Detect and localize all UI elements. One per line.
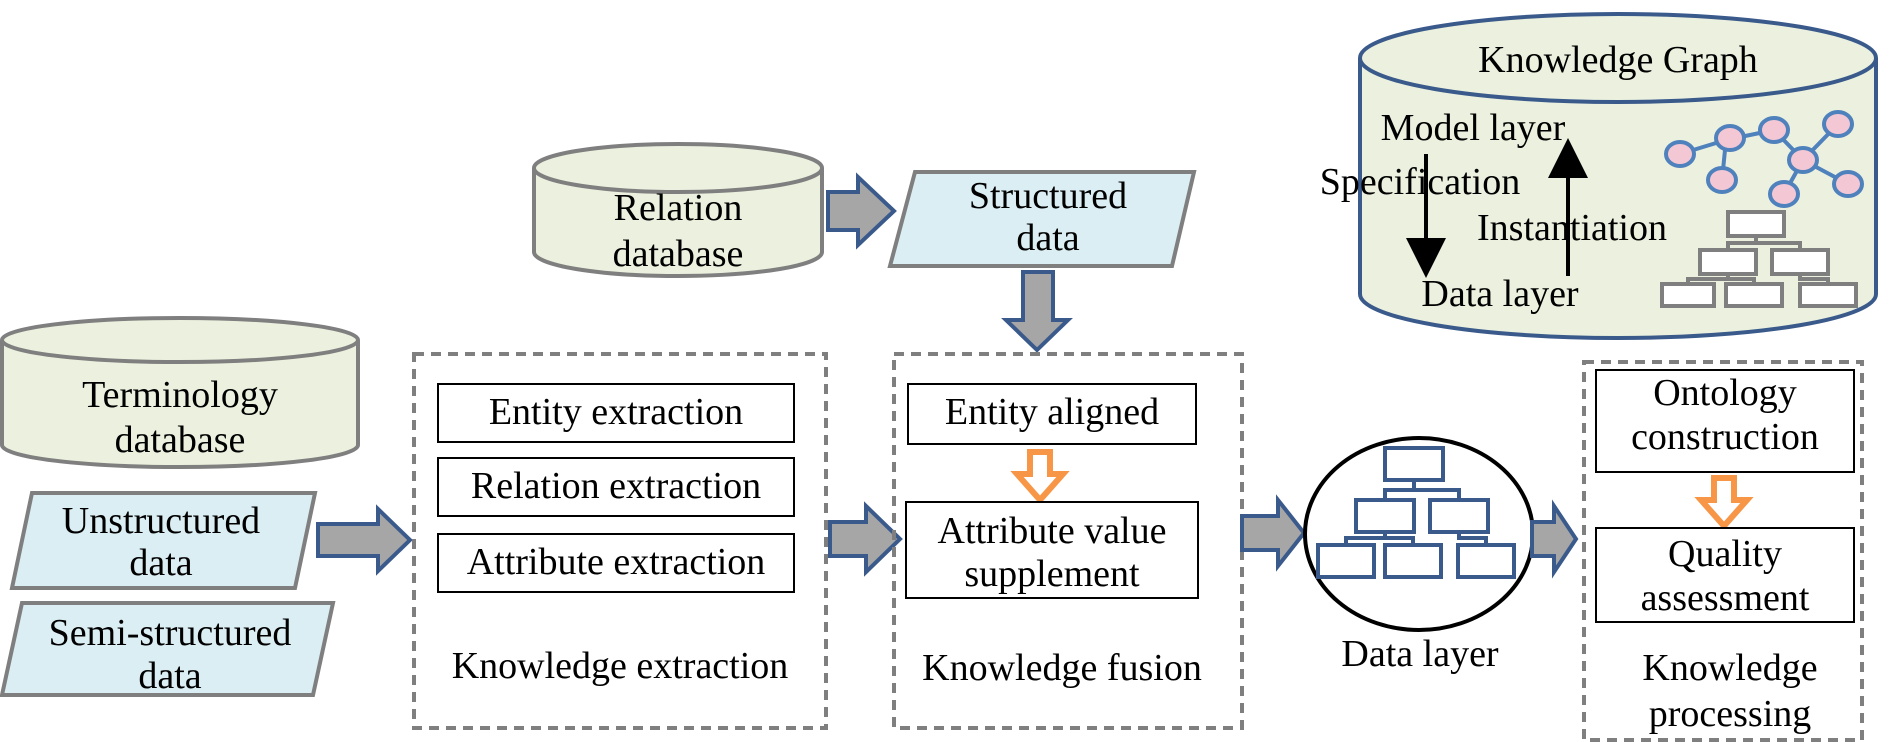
attribute-extraction-box <box>437 533 795 593</box>
relation-extraction-label: Relation extraction <box>471 465 761 507</box>
ontology-graph-icon <box>1664 110 1864 208</box>
relation-database-label-line2: database <box>613 233 744 275</box>
arrow-fusion-to-datalayer <box>1240 494 1307 572</box>
terminology-database-cylinder: Terminology database <box>0 316 360 469</box>
attribute-value-supplement-box <box>905 501 1199 599</box>
unstructured-data-label-line1: Unstructured <box>62 500 260 542</box>
arrow-relation-to-structured <box>826 172 897 250</box>
relation-database-cylinder: Relation database <box>532 142 824 278</box>
knowledge-extraction-box: Entity extraction Relation extraction At… <box>412 352 828 730</box>
quality-assessment-box <box>1595 527 1855 623</box>
semi-structured-data-parallelogram: Semi-structured data <box>0 601 336 697</box>
arrow-structured-to-fusion <box>1001 270 1073 353</box>
knowledge-graph-cylinder: Knowledge Graph Model layer Specificatio… <box>1320 12 1878 340</box>
model-layer-label: Model layer <box>1381 107 1566 149</box>
kg-tree-icon <box>1660 210 1858 308</box>
quality-label-line1: Quality <box>1668 533 1782 575</box>
arrow-datalayer-to-processing <box>1530 499 1579 579</box>
ontology-construction-box <box>1595 369 1855 473</box>
entity-extraction-box <box>437 383 795 443</box>
knowledge-fusion-title: Knowledge fusion <box>922 647 1202 689</box>
unstructured-data-parallelogram: Unstructured data <box>9 491 318 590</box>
instantiation-label: Instantiation <box>1477 207 1667 249</box>
structured-data-parallelogram: Structured data <box>887 170 1197 268</box>
relation-extraction-box <box>437 457 795 517</box>
semi-structured-data-label-line2: data <box>138 655 201 697</box>
knowledge-graph-title: Knowledge Graph <box>1478 39 1758 81</box>
entity-aligned-label: Entity aligned <box>945 391 1159 433</box>
structured-data-label-line2: data <box>1016 217 1079 259</box>
knowledge-processing-title-line2: processing <box>1649 693 1812 735</box>
orange-arrow-fusion <box>1010 449 1070 505</box>
attribute-extraction-label: Attribute extraction <box>467 541 766 583</box>
knowledge-extraction-title: Knowledge extraction <box>452 645 789 687</box>
quality-label-line2: assessment <box>1641 577 1810 619</box>
knowledge-processing-box: Ontology construction Quality assessment… <box>1582 360 1864 742</box>
ontology-label-line2: construction <box>1631 416 1819 458</box>
knowledge-processing-title-line1: Knowledge <box>1642 647 1817 689</box>
entity-extraction-label: Entity extraction <box>489 391 743 433</box>
orange-arrow-processing <box>1694 475 1754 531</box>
arrow-extraction-to-fusion <box>828 501 903 577</box>
knowledge-fusion-box: Entity aligned Attribute value supplemen… <box>892 352 1244 730</box>
unstructured-data-label-line2: data <box>129 542 192 584</box>
terminology-database-label-line2: database <box>115 419 246 461</box>
relation-database-label-line1: Relation <box>614 187 743 229</box>
data-layer-ellipse: Data layer <box>1303 436 1535 675</box>
kg-data-layer-label: Data layer <box>1421 273 1579 315</box>
terminology-database-label-line1: Terminology <box>82 374 278 416</box>
data-layer-tree-icon <box>1316 446 1516 579</box>
arrow-sources-to-extraction <box>316 504 413 576</box>
attribute-value-label-line2: supplement <box>964 553 1140 595</box>
specification-label: Specification <box>1320 161 1520 203</box>
ontology-label-line1: Ontology <box>1653 372 1797 414</box>
structured-data-label-line1: Structured <box>969 175 1127 217</box>
data-layer-label: Data layer <box>1341 633 1499 675</box>
entity-aligned-box <box>907 383 1197 445</box>
semi-structured-data-label-line1: Semi-structured <box>49 612 292 654</box>
attribute-value-label-line1: Attribute value <box>938 510 1167 552</box>
